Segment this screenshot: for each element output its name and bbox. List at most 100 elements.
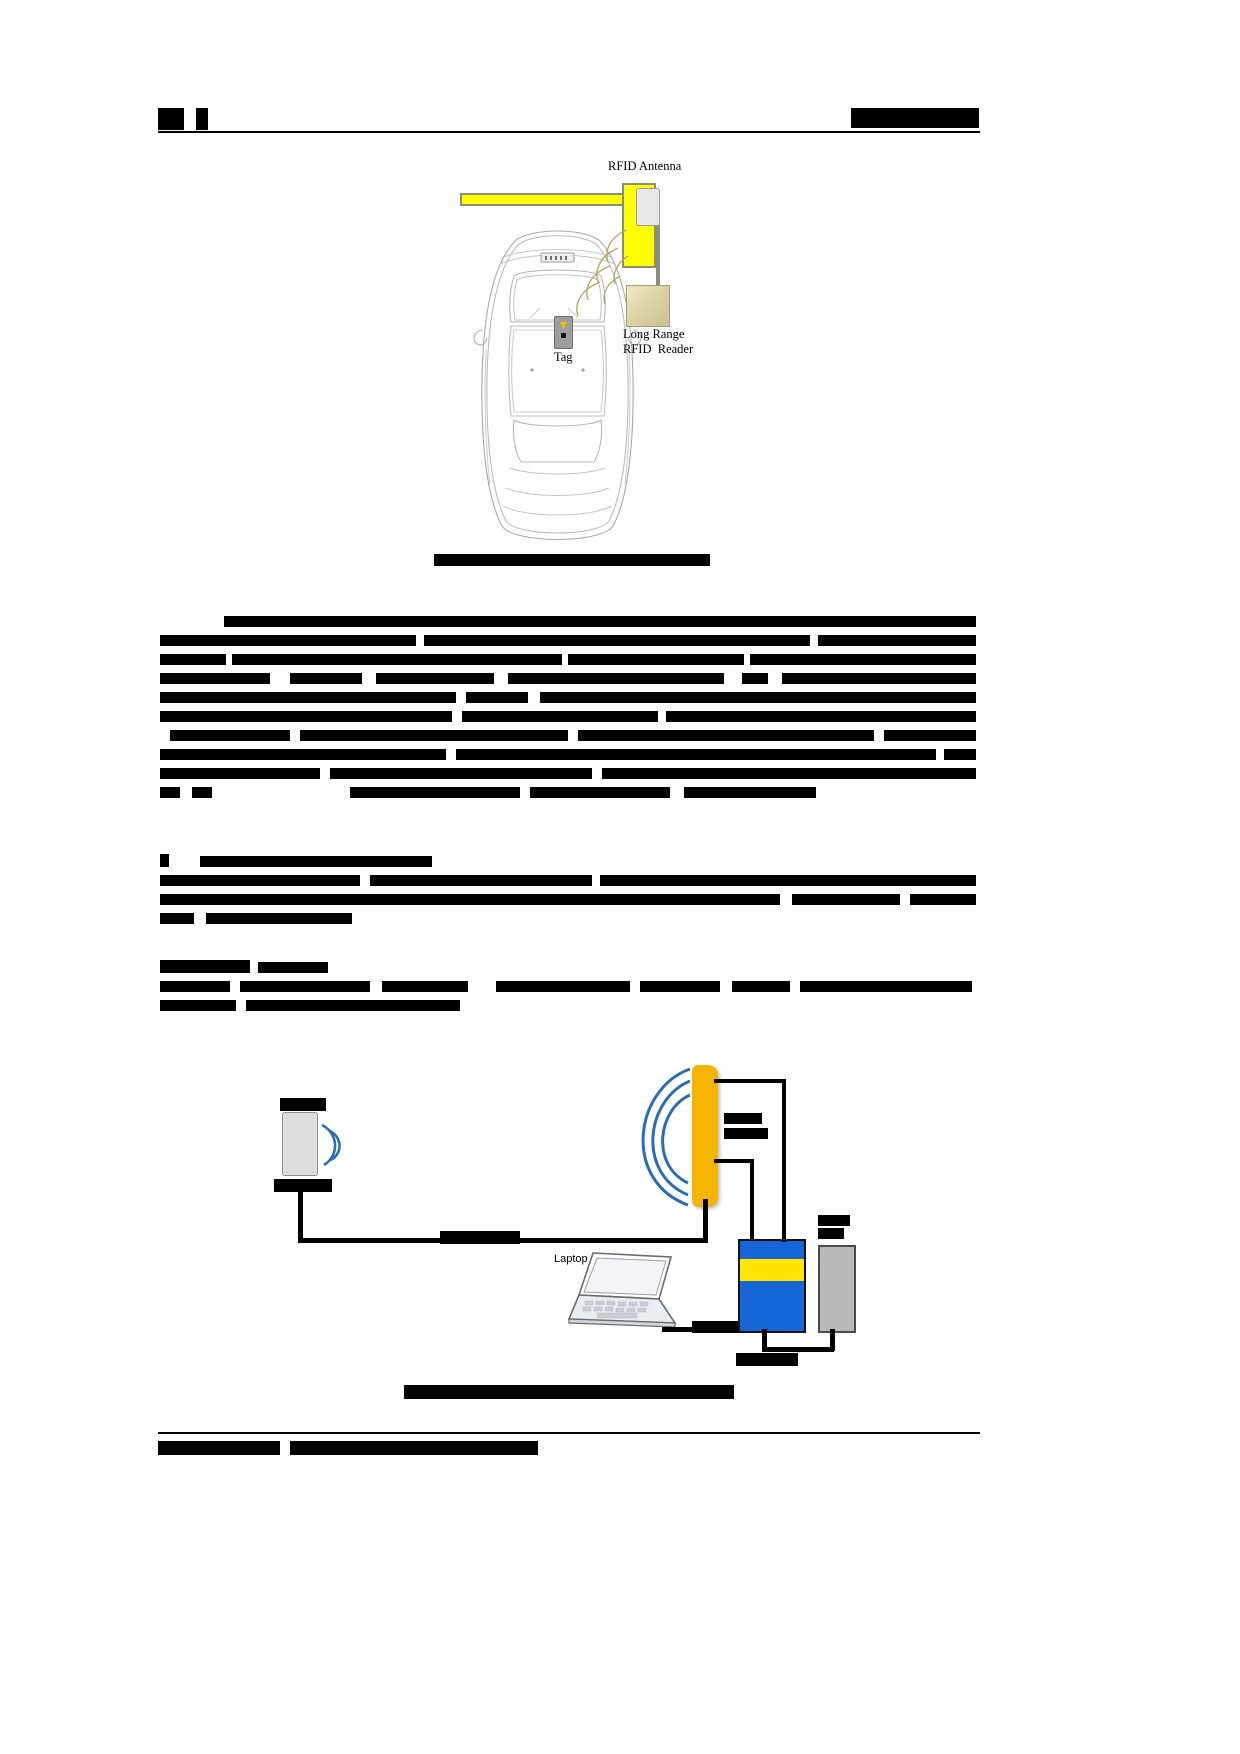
wire-module-up [830, 1329, 835, 1351]
body-line [160, 635, 416, 646]
body-line [530, 787, 670, 798]
car-illustration [473, 230, 642, 541]
body-line [200, 856, 432, 867]
body-line [508, 673, 724, 684]
laptop-illustration [567, 1252, 677, 1328]
body-line [382, 981, 468, 992]
fig2-label-top-left-redaction [280, 1098, 326, 1111]
body-line [192, 787, 212, 798]
body-line [462, 711, 658, 722]
wire-module-right [782, 1236, 786, 1242]
header-redaction-2 [196, 108, 208, 130]
body-line [330, 768, 592, 779]
body-line [160, 749, 446, 760]
body-line [160, 1000, 236, 1011]
body-line [160, 875, 360, 886]
body-line [160, 913, 194, 924]
rfid-antenna-device [636, 188, 660, 226]
figure1-caption-redaction [434, 554, 710, 566]
body-line [232, 654, 562, 665]
body-line [732, 981, 790, 992]
body-line [568, 654, 744, 665]
body-line [910, 894, 976, 905]
body-line [800, 981, 972, 992]
body-line [170, 730, 290, 741]
wire-controller-to-module [762, 1347, 834, 1352]
body-line [160, 787, 180, 798]
body-line [496, 981, 630, 992]
body-line [600, 875, 976, 886]
body-line [750, 654, 976, 665]
body-line [782, 673, 976, 684]
body-line [944, 749, 976, 760]
wire-bus-left-vertical [298, 1189, 303, 1239]
body-line [466, 692, 528, 703]
rfid-antenna-panel [692, 1065, 718, 1207]
body-line [424, 635, 810, 646]
fig2-module-label-redaction-1 [818, 1215, 850, 1226]
body-line [456, 749, 936, 760]
wire-controller-bottom [762, 1329, 767, 1351]
long-range-rfid-reader-device [626, 285, 670, 327]
body-line [578, 730, 874, 741]
body-line [160, 768, 320, 779]
body-line [160, 654, 226, 665]
figure-rfid-gate: RFID Antenna Long Range RFID Reader Tag [440, 150, 740, 550]
body-line [160, 960, 250, 973]
body-line [258, 962, 328, 973]
body-line [160, 692, 456, 703]
body-line [300, 730, 568, 741]
power-module [818, 1245, 856, 1333]
controller-unit [738, 1239, 806, 1333]
controller-stripe [740, 1259, 804, 1281]
body-line [792, 894, 900, 905]
header-rule [158, 131, 980, 133]
wire-bus-right-vertical [703, 1199, 708, 1239]
label-long-range-rfid-reader: Long Range RFID Reader [623, 327, 694, 356]
fig2-label-bottom-left-redaction [274, 1179, 332, 1192]
rf-wave-group [576, 229, 629, 317]
barrier-gate-arm [460, 193, 635, 206]
wire-antenna-bottom [714, 1159, 754, 1163]
fig2-bus-label-redaction [440, 1231, 520, 1244]
header-redaction-3 [851, 108, 979, 128]
wire-controller-up [750, 1159, 754, 1239]
body-line [640, 981, 720, 992]
footer-rule [158, 1432, 980, 1434]
fig2-label-right-redaction-1 [724, 1113, 762, 1124]
fig2-label-right-redaction-2 [724, 1128, 768, 1139]
body-line [370, 875, 592, 886]
body-line [818, 635, 976, 646]
rfid-tag [554, 316, 573, 349]
body-line [246, 1000, 460, 1011]
rfid-tag-device [282, 1112, 318, 1176]
wire-antenna-top [714, 1079, 786, 1083]
body-line [240, 981, 370, 992]
fig2-bottom-label-redaction [736, 1353, 798, 1366]
header-redaction-1 [158, 108, 184, 130]
body-line [884, 730, 976, 741]
label-laptop: Laptop [554, 1253, 588, 1265]
footer-redaction [158, 1441, 280, 1455]
body-line [602, 768, 976, 779]
body-line [160, 894, 780, 905]
wire-right-vertical [782, 1079, 786, 1241]
gate-post-stem [656, 197, 660, 293]
body-line [206, 913, 352, 924]
bullet-marker [160, 854, 169, 867]
body-line [290, 673, 362, 684]
body-line [160, 981, 230, 992]
body-line [224, 616, 976, 627]
rf-wave-large-group [641, 1067, 691, 1207]
fig2-laptop-wire-label-redaction [692, 1321, 744, 1333]
figure2-caption-redaction [404, 1385, 734, 1399]
rf-wave-small [321, 1123, 341, 1167]
body-line [666, 711, 976, 722]
body-line [160, 673, 270, 684]
body-line [376, 673, 494, 684]
body-line [160, 711, 452, 722]
footer-redaction [290, 1441, 538, 1455]
label-rfid-antenna: RFID Antenna [608, 159, 682, 173]
figure-system-architecture: Laptop [262, 1055, 882, 1385]
